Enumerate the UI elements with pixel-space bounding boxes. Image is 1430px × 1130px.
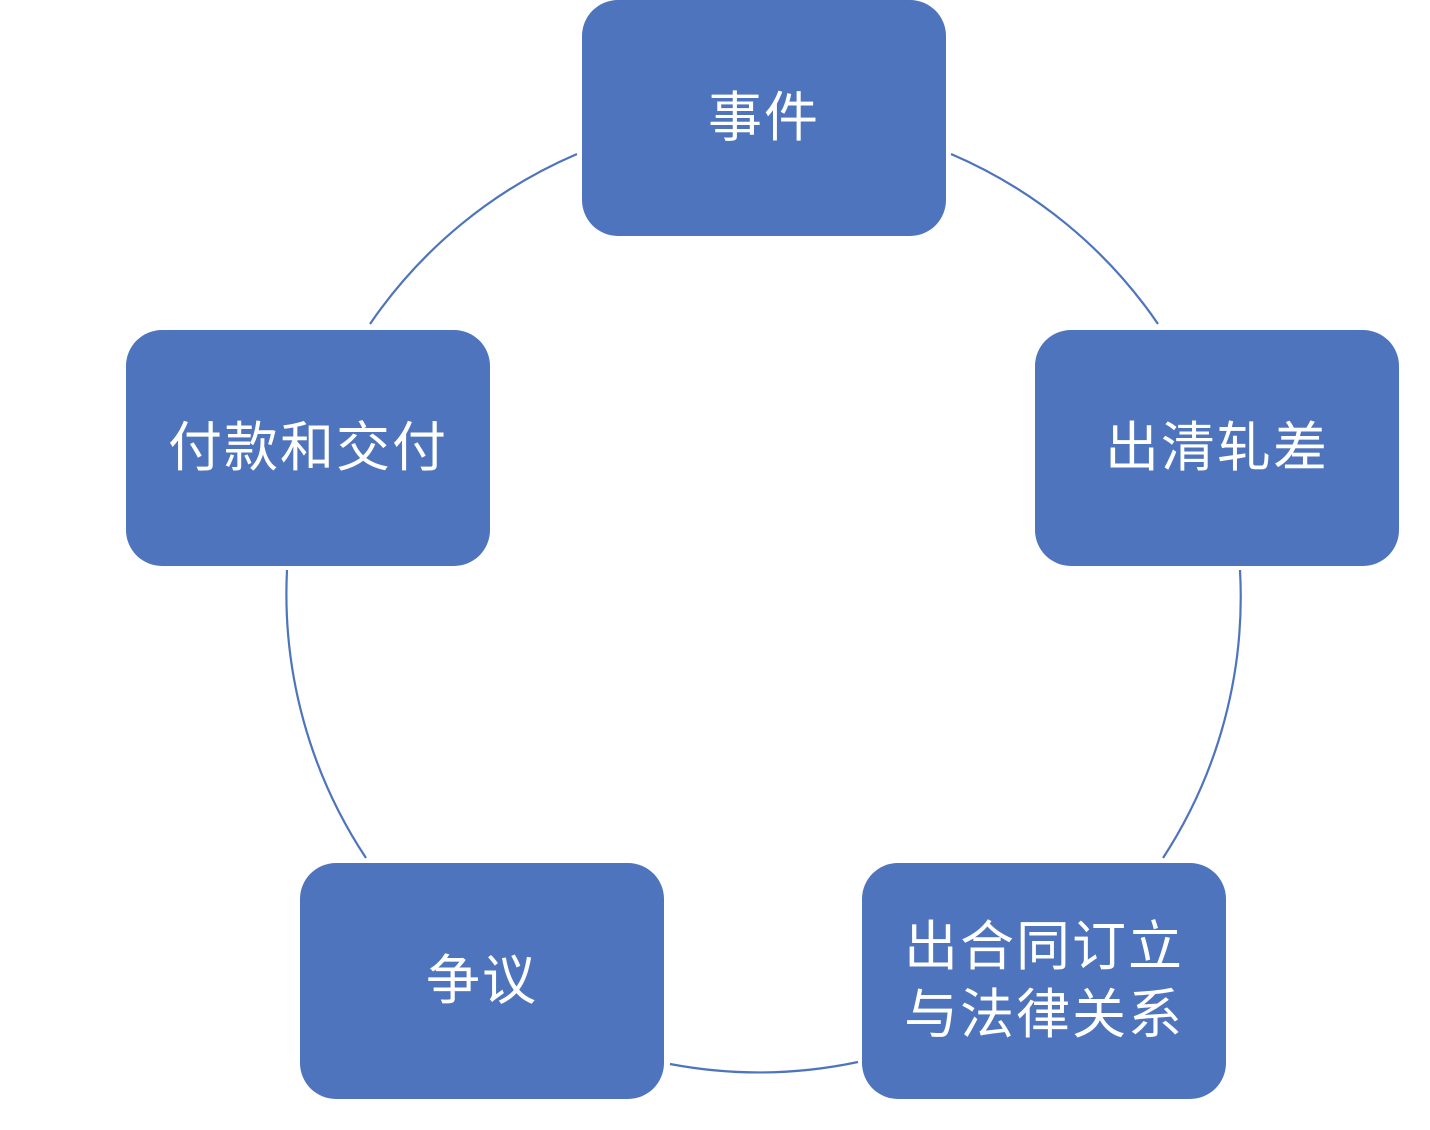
connector-payment-to-event	[369, 152, 578, 325]
node-contract: 出合同订立 与法律关系	[862, 863, 1226, 1099]
node-event: 事件	[582, 0, 946, 236]
node-netting-label: 出清轧差	[1105, 416, 1329, 479]
node-event-label: 事件	[708, 86, 820, 149]
node-dispute-label: 争议	[426, 949, 538, 1012]
node-netting: 出清轧差	[1035, 330, 1399, 566]
connector-netting-to-contract	[1162, 569, 1242, 859]
node-payment: 付款和交付	[126, 330, 490, 566]
node-dispute: 争议	[300, 863, 664, 1099]
connector-dispute-to-payment	[285, 569, 367, 859]
connector-event-to-netting	[950, 152, 1159, 325]
node-payment-label: 付款和交付	[168, 416, 448, 479]
connector-contract-to-dispute	[669, 1060, 859, 1074]
node-contract-label: 出合同订立 与法律关系	[904, 915, 1184, 1046]
